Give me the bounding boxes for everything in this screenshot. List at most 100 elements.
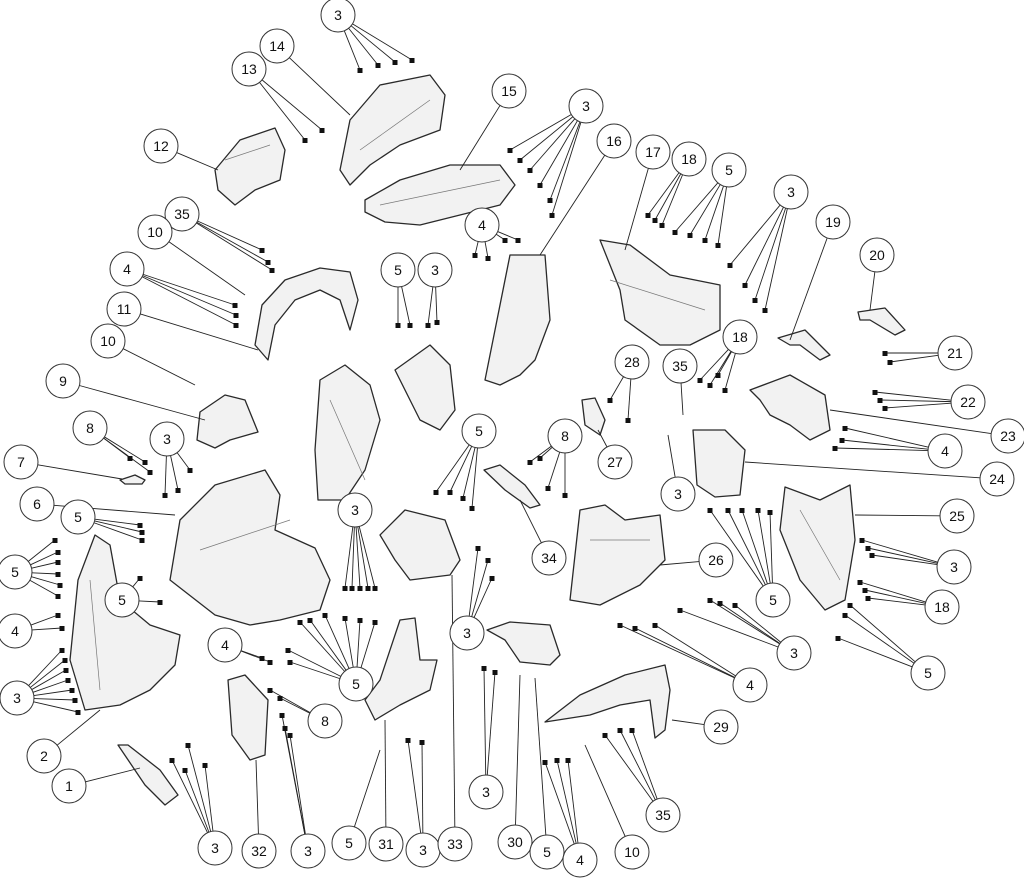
leader-line	[679, 609, 779, 648]
leader-line	[31, 576, 61, 586]
leader-line	[556, 759, 577, 844]
leader-line	[744, 207, 784, 286]
fastener-icon	[715, 243, 721, 248]
fastener-icon	[617, 728, 623, 733]
callout-number: 1	[65, 778, 73, 794]
fasteners-layer	[52, 58, 893, 773]
leader-line	[744, 461, 981, 479]
fastener-icon	[877, 398, 883, 403]
callout-number: 4	[746, 677, 754, 693]
callout-circle	[596, 123, 632, 159]
fastener-icon	[407, 323, 413, 328]
callout-8: 8	[72, 410, 108, 446]
fastener-icon	[717, 601, 723, 606]
fastener-icon	[279, 713, 285, 718]
callout-circle	[461, 413, 497, 449]
callout-number: 16	[606, 133, 622, 149]
callout-number: 4	[941, 443, 949, 459]
leader-line	[421, 741, 424, 834]
leader-line	[627, 378, 632, 421]
fastener-icon	[707, 508, 713, 513]
callout-number: 3	[787, 184, 795, 200]
leader-line	[867, 547, 938, 564]
parts-layer	[69, 74, 906, 806]
callout-number: 7	[17, 454, 25, 470]
fastener-icon	[869, 553, 875, 558]
callout-number: 3	[674, 486, 682, 502]
fastener-icon	[267, 660, 273, 665]
leader-line	[104, 436, 146, 463]
leader-line	[122, 348, 196, 386]
callout-number: 3	[950, 559, 958, 575]
part-11-fender-flare	[254, 267, 359, 361]
callout-circle	[143, 128, 179, 164]
leader-line	[519, 499, 542, 543]
fastener-icon	[157, 600, 163, 605]
leader-line	[344, 526, 354, 589]
callout-number: 6	[33, 496, 41, 512]
leader-line	[33, 701, 79, 713]
leader-line	[754, 207, 787, 301]
fastener-icon	[137, 576, 143, 581]
callout-26: 26	[698, 542, 734, 578]
fastener-icon	[342, 586, 348, 591]
leader-line	[484, 241, 489, 259]
callout-number: 31	[378, 836, 394, 852]
callout-35: 35	[645, 797, 681, 833]
leader-line	[689, 184, 721, 236]
fastener-icon	[233, 313, 239, 318]
callout-number: 35	[672, 358, 688, 374]
callout-22: 22	[950, 384, 986, 420]
leader-line	[619, 729, 656, 801]
callout-number: 25	[949, 508, 965, 524]
callout-circle	[755, 582, 791, 618]
fastener-icon	[59, 626, 65, 631]
leader-line	[859, 581, 926, 603]
callout-number: 26	[708, 552, 724, 568]
leader-line	[196, 221, 269, 263]
callout-5: 5	[910, 655, 946, 691]
fastener-icon	[842, 613, 848, 618]
callout-circle	[773, 174, 809, 210]
leader-line	[204, 764, 214, 832]
leader-line	[647, 172, 680, 216]
leader-line	[103, 437, 151, 473]
callout-circle	[45, 363, 81, 399]
callout-7: 7	[3, 444, 39, 480]
callout-11: 11	[106, 291, 142, 327]
callout-5: 5	[331, 825, 367, 861]
leader-line	[94, 518, 141, 526]
callout-number: 18	[681, 151, 697, 167]
fastener-icon	[742, 283, 748, 288]
leader-line	[547, 452, 561, 489]
leader-line	[699, 349, 729, 381]
callout-circle	[60, 499, 96, 535]
leader-line	[509, 114, 572, 151]
callout-number: 35	[174, 206, 190, 222]
leader-line	[874, 391, 952, 401]
callout-number: 18	[934, 599, 950, 615]
fastener-icon	[715, 373, 721, 378]
fastener-icon	[687, 233, 693, 238]
callout-circle	[859, 237, 895, 273]
part-19-seal	[777, 329, 831, 361]
leader-line	[176, 452, 191, 471]
callout-23: 23	[990, 418, 1024, 454]
callout-5: 5	[711, 152, 747, 188]
callout-28: 28	[614, 344, 650, 380]
callout-circle	[698, 542, 734, 578]
fastener-icon	[739, 508, 745, 513]
leader-line	[56, 709, 101, 746]
fastener-icon	[645, 213, 651, 218]
leader-line	[719, 602, 781, 644]
callout-18: 18	[671, 141, 707, 177]
leader-line	[171, 759, 208, 833]
leader-line	[462, 447, 476, 499]
callout-circle	[468, 774, 504, 810]
leader-line	[93, 522, 143, 541]
leader-line	[31, 669, 67, 690]
leader-line	[549, 121, 581, 201]
callout-circle	[703, 709, 739, 745]
callout-circle	[491, 73, 527, 109]
callout-circle	[568, 88, 604, 124]
